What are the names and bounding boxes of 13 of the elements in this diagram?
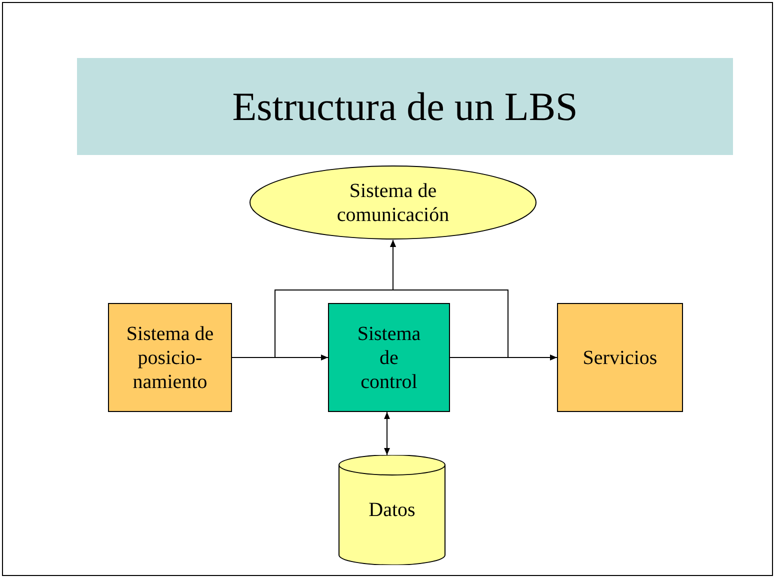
database-cylinder [338, 455, 446, 565]
arrow [384, 412, 390, 456]
process-box [108, 303, 232, 412]
process-box [557, 303, 683, 412]
node-label: Sistema de posicio- namiento [125, 322, 215, 394]
node-label: Servicios [582, 346, 658, 370]
process-box [328, 303, 450, 412]
node-label: Datos [368, 498, 416, 522]
node-label: Sistema de comunicación [336, 178, 450, 226]
node-label: Sistema de control [356, 322, 422, 394]
ellipse-node [249, 165, 537, 240]
title: Estructura de un LBS [232, 82, 578, 130]
arrow [390, 240, 508, 358]
